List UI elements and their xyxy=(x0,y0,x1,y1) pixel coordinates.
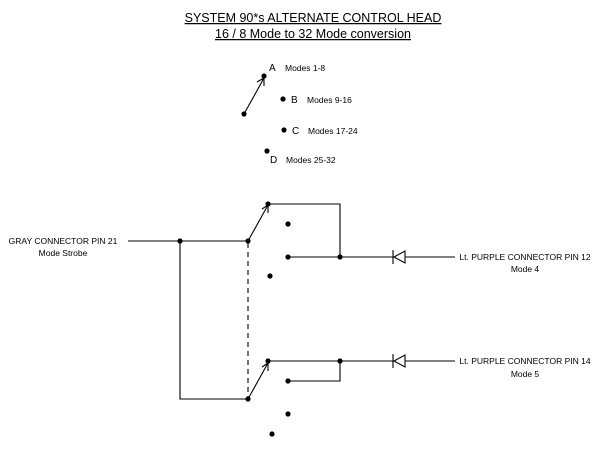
lower-contact-c xyxy=(285,411,291,417)
legend-letter-d: D xyxy=(270,155,277,166)
lower-pivot-dot xyxy=(245,396,251,402)
upper-contact-b xyxy=(285,221,291,227)
upper-diode xyxy=(392,250,455,264)
input-wiring xyxy=(128,238,249,400)
legend-contact-c xyxy=(281,127,287,133)
legend-label-a: Modes 1-8 xyxy=(285,63,325,73)
upper-pivot-dot xyxy=(245,238,251,244)
upper-output-wire xyxy=(268,203,341,257)
upper-switch-arm xyxy=(247,204,269,242)
upper-junction-dot xyxy=(337,254,343,260)
legend-label-b: Modes 9-16 xyxy=(307,95,352,105)
legend-label-d: Modes 25-32 xyxy=(286,155,336,165)
legend-pivot-dot xyxy=(241,111,247,117)
legend-contact-b xyxy=(280,96,286,102)
purple-14-label: Lt. PURPLE CONNECTOR PIN 14 xyxy=(459,356,590,366)
legend-letter-b: B xyxy=(291,95,298,106)
upper-switch xyxy=(245,201,393,279)
upper-contact-d xyxy=(267,273,273,279)
diagram-title: SYSTEM 90*s ALTERNATE CONTROL HEAD xyxy=(185,11,442,25)
junction-dot-input xyxy=(177,238,183,244)
lower-switch xyxy=(245,358,393,437)
gray-connector-sublabel: Mode Strobe xyxy=(39,248,88,258)
purple-12-label: Lt. PURPLE CONNECTOR PIN 12 xyxy=(459,252,590,262)
upper-diode-triangle xyxy=(392,250,406,264)
lower-diode-triangle xyxy=(392,354,406,368)
legend-contact-d xyxy=(264,148,270,154)
lower-b-wire xyxy=(288,361,341,382)
lower-feed-wire xyxy=(179,241,248,400)
lower-switch-arrowhead xyxy=(261,361,269,371)
purple-14-sublabel: Mode 5 xyxy=(511,369,540,379)
lower-switch-arm xyxy=(247,362,269,400)
lower-junction-dot xyxy=(337,358,343,364)
legend-contact-a xyxy=(261,73,267,79)
legend-switch-arm xyxy=(243,77,265,115)
legend-label-c: Modes 17-24 xyxy=(308,126,358,136)
legend-switch: A Modes 1-8 B Modes 9-16 C Modes 17-24 D… xyxy=(241,63,358,166)
purple-12-sublabel: Mode 4 xyxy=(511,264,540,274)
legend-letter-c: C xyxy=(292,126,299,137)
legend-letter-a: A xyxy=(269,63,276,74)
diagram-subtitle: 16 / 8 Mode to 32 Mode conversion xyxy=(215,27,411,41)
gray-connector-label: GRAY CONNECTOR PIN 21 xyxy=(9,236,118,246)
lower-diode xyxy=(392,354,455,368)
lower-contact-d xyxy=(269,431,275,437)
